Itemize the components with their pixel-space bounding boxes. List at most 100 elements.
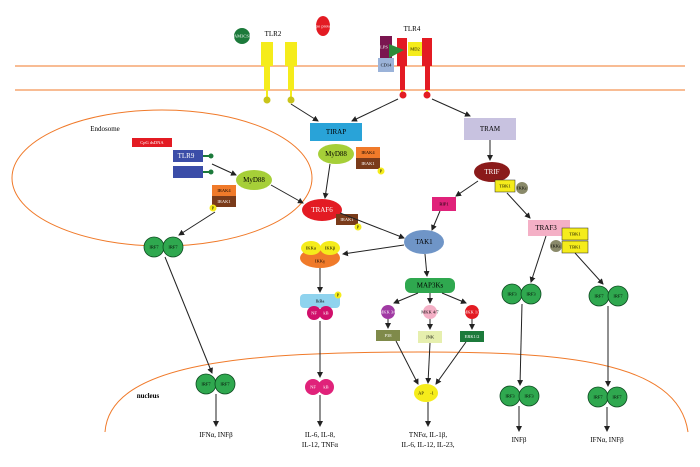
pathway-arrows — [164, 98, 611, 432]
cd14-label: CD14 — [381, 63, 393, 68]
svg-text:TRAM: TRAM — [480, 125, 501, 133]
tbk1-trif: TBK1 IKKε — [494, 179, 528, 194]
svg-text:kB: kB — [323, 385, 328, 390]
svg-text:IKKβ: IKKβ — [325, 246, 336, 251]
endosome-label: Endosome — [90, 125, 120, 133]
svg-text:IRAK4: IRAK4 — [361, 150, 375, 155]
svg-text:TIRAP: TIRAP — [326, 128, 346, 136]
pam3csk-label: PAM3CSK — [232, 34, 253, 39]
tlr9-label: TLR9 — [178, 152, 195, 160]
nfkb-nucleus: NF kB — [305, 379, 334, 395]
p38-node: P38 — [376, 330, 400, 341]
traf6-node: TRAF6 — [302, 199, 342, 221]
mkk47-node: MKK 4/7 — [421, 305, 439, 319]
traf3-node: TRAF3 — [528, 220, 570, 236]
pam3csk-ligand — [234, 28, 250, 44]
output-cytokines-nfkb-line2: IL-12, TNFα — [302, 441, 339, 449]
svg-text:TBK1: TBK1 — [569, 245, 580, 250]
tak1-node: TAK1 — [404, 230, 444, 254]
svg-text:NF: NF — [310, 385, 316, 390]
svg-text:TBK1: TBK1 — [499, 184, 510, 189]
output-cytokines-ap1-line2: IL-6, IL-12, IL-23, — [401, 441, 454, 449]
svg-text:TAK1: TAK1 — [415, 238, 433, 246]
trif-adaptor: TRIF — [474, 162, 510, 182]
nucleus: nucleus — [104, 351, 689, 433]
svg-text:AP: AP — [418, 391, 424, 396]
svg-text:MyD88: MyD88 — [243, 176, 265, 184]
mkk36-node: MKK 3/6 — [379, 305, 397, 319]
phospho-badge — [334, 291, 342, 299]
svg-text:MyD88: MyD88 — [325, 150, 347, 158]
svg-text:IRF7: IRF7 — [593, 395, 603, 400]
svg-text:IKKε: IKKε — [551, 244, 561, 249]
cpg-dna-ligand — [132, 138, 172, 147]
svg-text:MKK 4/7: MKK 4/7 — [421, 310, 439, 315]
svg-text:IRF7: IRF7 — [594, 294, 604, 299]
lps-ligand — [389, 44, 404, 58]
tbk1-traf3: TBK1 TBK1 IKKε — [550, 227, 589, 254]
svg-text:IRF7: IRF7 — [220, 382, 230, 387]
svg-text:IRF7: IRF7 — [168, 245, 178, 250]
svg-text:NF: NF — [311, 311, 317, 316]
irak4-tlr2-4: IRAK4 — [356, 147, 380, 158]
svg-text:TBK1: TBK1 — [569, 232, 580, 237]
tlr2-receptor: TLR2 PAM3CSK Lipo protein — [232, 16, 335, 104]
output-ifn-beta: INFβ — [512, 436, 527, 444]
svg-text:P: P — [357, 225, 360, 230]
phospho-badge — [209, 204, 217, 212]
tram-adaptor: TRAM — [464, 118, 516, 140]
irf7-dimer-nucleus: IRF7 IRF7 — [195, 373, 236, 395]
myd88-tlr2-4: MyD88 — [318, 144, 354, 164]
tlr2-label: TLR2 — [265, 30, 282, 38]
cpg-dna-label: CpG dsDNA — [140, 140, 164, 145]
output-cytokines-nfkb-line1: IL-6, IL-8, — [305, 431, 335, 439]
svg-text:IRF3: IRF3 — [524, 394, 534, 399]
svg-text:IKKα: IKKα — [306, 246, 317, 251]
output-cytokines-ap1-line1: TNFα, IL-1β, — [409, 431, 447, 439]
svg-text:IkBa: IkBa — [316, 299, 325, 304]
irf3-dimer-nucleus: IRF3 IRF3 — [499, 385, 540, 407]
mkk12-node: MKK 1/2 — [463, 305, 481, 319]
svg-text:IRF7: IRF7 — [613, 294, 623, 299]
svg-text:P38: P38 — [384, 333, 392, 338]
myd88-tlr9: MyD88 — [236, 170, 272, 190]
svg-text:MAP3Ks: MAP3Ks — [417, 282, 444, 290]
irf7-dimer-traf3: IRF7 IRF7 — [588, 285, 629, 307]
svg-text:TRAF6: TRAF6 — [311, 206, 333, 214]
svg-text:IKKε: IKKε — [517, 186, 527, 191]
svg-text:IRF7: IRF7 — [149, 245, 159, 250]
irak4-tlr9: IRAK4 — [212, 185, 236, 196]
svg-text:IRAK1: IRAK1 — [340, 217, 353, 222]
svg-text:P: P — [380, 169, 383, 174]
tlr4-receptor: TLR4 MD2 LPS CD14 — [378, 25, 432, 99]
svg-text:P: P — [212, 206, 215, 211]
map3ks-node: MAP3Ks — [405, 278, 455, 293]
svg-text:MKK 3/6: MKK 3/6 — [379, 310, 397, 315]
svg-text:IRAK4: IRAK4 — [217, 188, 231, 193]
irf7-dimer-nucleus-right: IRF7 IRF7 — [587, 386, 628, 408]
lipoprotein-ligand — [316, 16, 330, 36]
plasma-membrane — [15, 65, 685, 91]
svg-text:TRIF: TRIF — [484, 168, 499, 176]
svg-text:IRAK1: IRAK1 — [217, 199, 230, 204]
svg-text:IRF3: IRF3 — [505, 394, 515, 399]
svg-text:RIP1: RIP1 — [439, 202, 448, 207]
irak1-tlr2-4: IRAK1 P — [356, 158, 385, 175]
svg-text:IRF3: IRF3 — [526, 292, 536, 297]
lipoprotein-label: Lipo protein — [312, 24, 335, 29]
ikk-complex: IKKα IKKβ IKKγ — [300, 241, 340, 268]
phospho-badge — [354, 223, 362, 231]
irf3-dimer-trif: IRF3 IRF3 — [501, 283, 542, 305]
svg-text:TRAF3: TRAF3 — [535, 224, 557, 232]
nucleus-label: nucleus — [137, 392, 160, 400]
phospho-badge — [377, 167, 385, 175]
svg-text:P: P — [337, 293, 340, 298]
irf7-dimer-endosome: IRF7 IRF7 — [143, 236, 184, 258]
output-ifn-alpha-beta-right: IFNα, INFβ — [590, 436, 624, 444]
irak1-tlr9: IRAK1 P — [209, 196, 236, 212]
svg-text:IRF3: IRF3 — [507, 292, 517, 297]
ap1-nucleus: AP -1 — [414, 384, 438, 402]
rip1-node: RIP1 — [432, 197, 456, 211]
tlr9-receptor: CpG dsDNA TLR9 — [132, 138, 214, 178]
